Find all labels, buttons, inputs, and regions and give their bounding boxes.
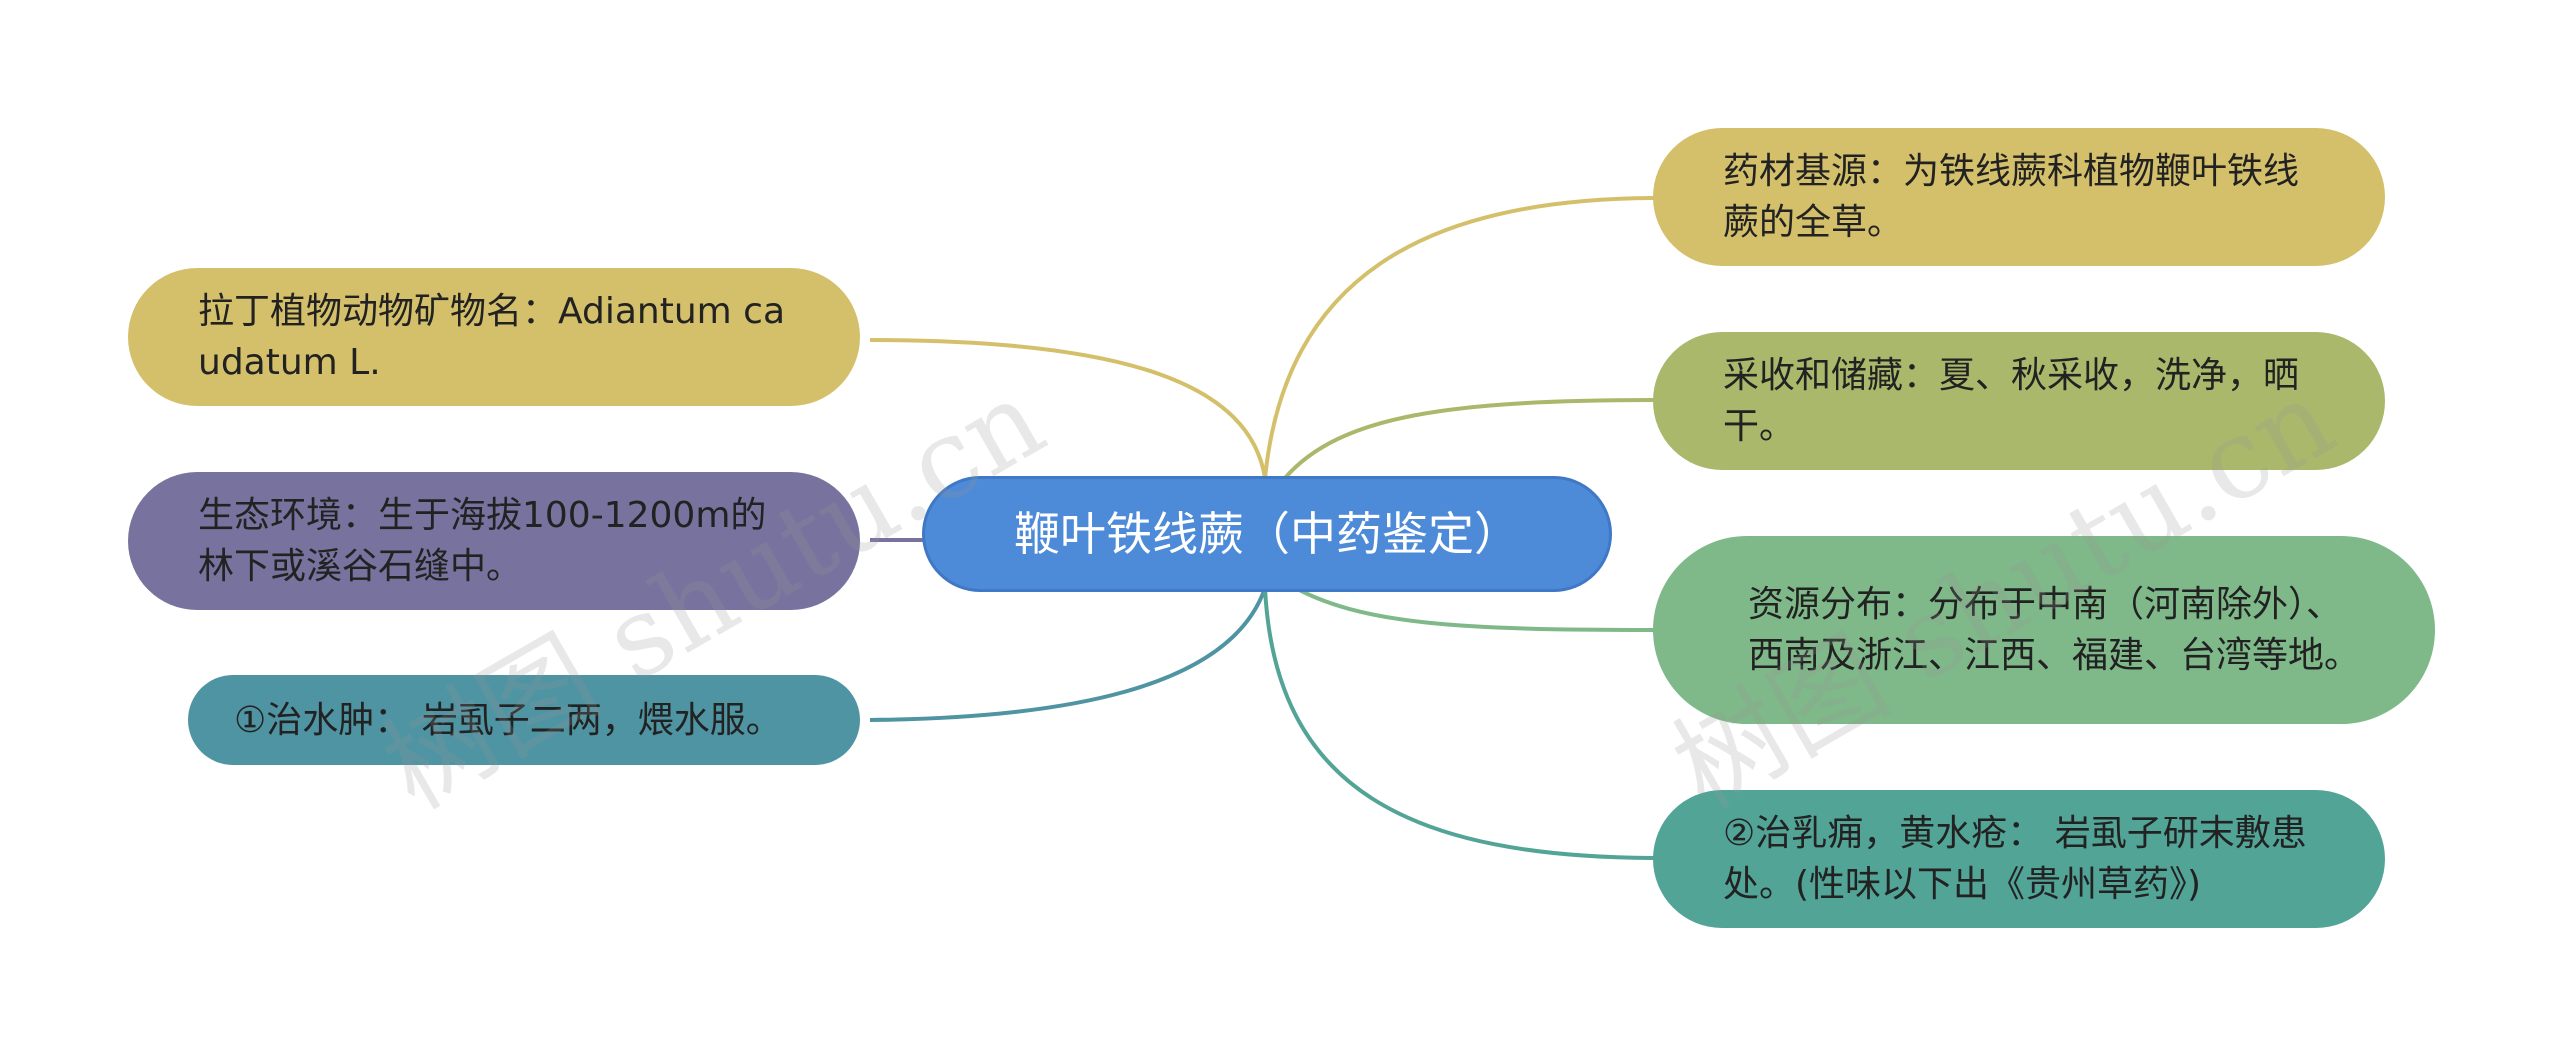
node-habitat[interactable]: 生态环境：生于海拔100-1200m的林下或溪谷石缝中。 [128, 472, 860, 610]
central-topic[interactable]: 鞭叶铁线蕨（中药鉴定） [922, 476, 1612, 592]
connector-harvest [1283, 398, 1661, 480]
node-distribution[interactable]: 资源分布：分布于中南（河南除外）、西南及浙江、江西、福建、台湾等地。 [1653, 536, 2435, 724]
node-latin-name-label: 拉丁植物动物矿物名：Adiantum caudatum L. [198, 291, 786, 383]
connector-latin-name [869, 338, 1267, 479]
connector-distribution [1289, 583, 1661, 632]
connector-treat-edema [869, 587, 1267, 722]
node-harvest-label: 采收和储藏：夏、秋采收，洗净，晒干。 [1723, 355, 2300, 447]
node-source-label: 药材基源：为铁线蕨科植物鞭叶铁线蕨的全草。 [1723, 151, 2300, 243]
node-treat-edema[interactable]: ①治水肿： 岩虱子二两，煨水服。 [188, 675, 860, 765]
node-treat-mastitis-label: ②治乳痈，黄水疮： 岩虱子研末敷患处。(性味以下出《贵州草药》) [1723, 813, 2307, 905]
node-harvest[interactable]: 采收和储藏：夏、秋采收，洗净，晒干。 [1653, 332, 2385, 470]
node-distribution-label: 资源分布：分布于中南（河南除外）、西南及浙江、江西、福建、台湾等地。 [1748, 584, 2361, 676]
connector-treat-mastitis [1263, 587, 1661, 860]
node-treat-edema-label: ①治水肿： 岩虱子二两，煨水服。 [234, 699, 782, 741]
node-latin-name[interactable]: 拉丁植物动物矿物名：Adiantum caudatum L. [128, 268, 860, 406]
node-treat-mastitis[interactable]: ②治乳痈，黄水疮： 岩虱子研末敷患处。(性味以下出《贵州草药》) [1653, 790, 2385, 928]
node-source[interactable]: 药材基源：为铁线蕨科植物鞭叶铁线蕨的全草。 [1653, 128, 2385, 266]
connector-source [1263, 196, 1661, 479]
node-habitat-label: 生态环境：生于海拔100-1200m的林下或溪谷石缝中。 [198, 495, 767, 587]
central-topic-label: 鞭叶铁线蕨（中药鉴定） [1014, 506, 1520, 561]
